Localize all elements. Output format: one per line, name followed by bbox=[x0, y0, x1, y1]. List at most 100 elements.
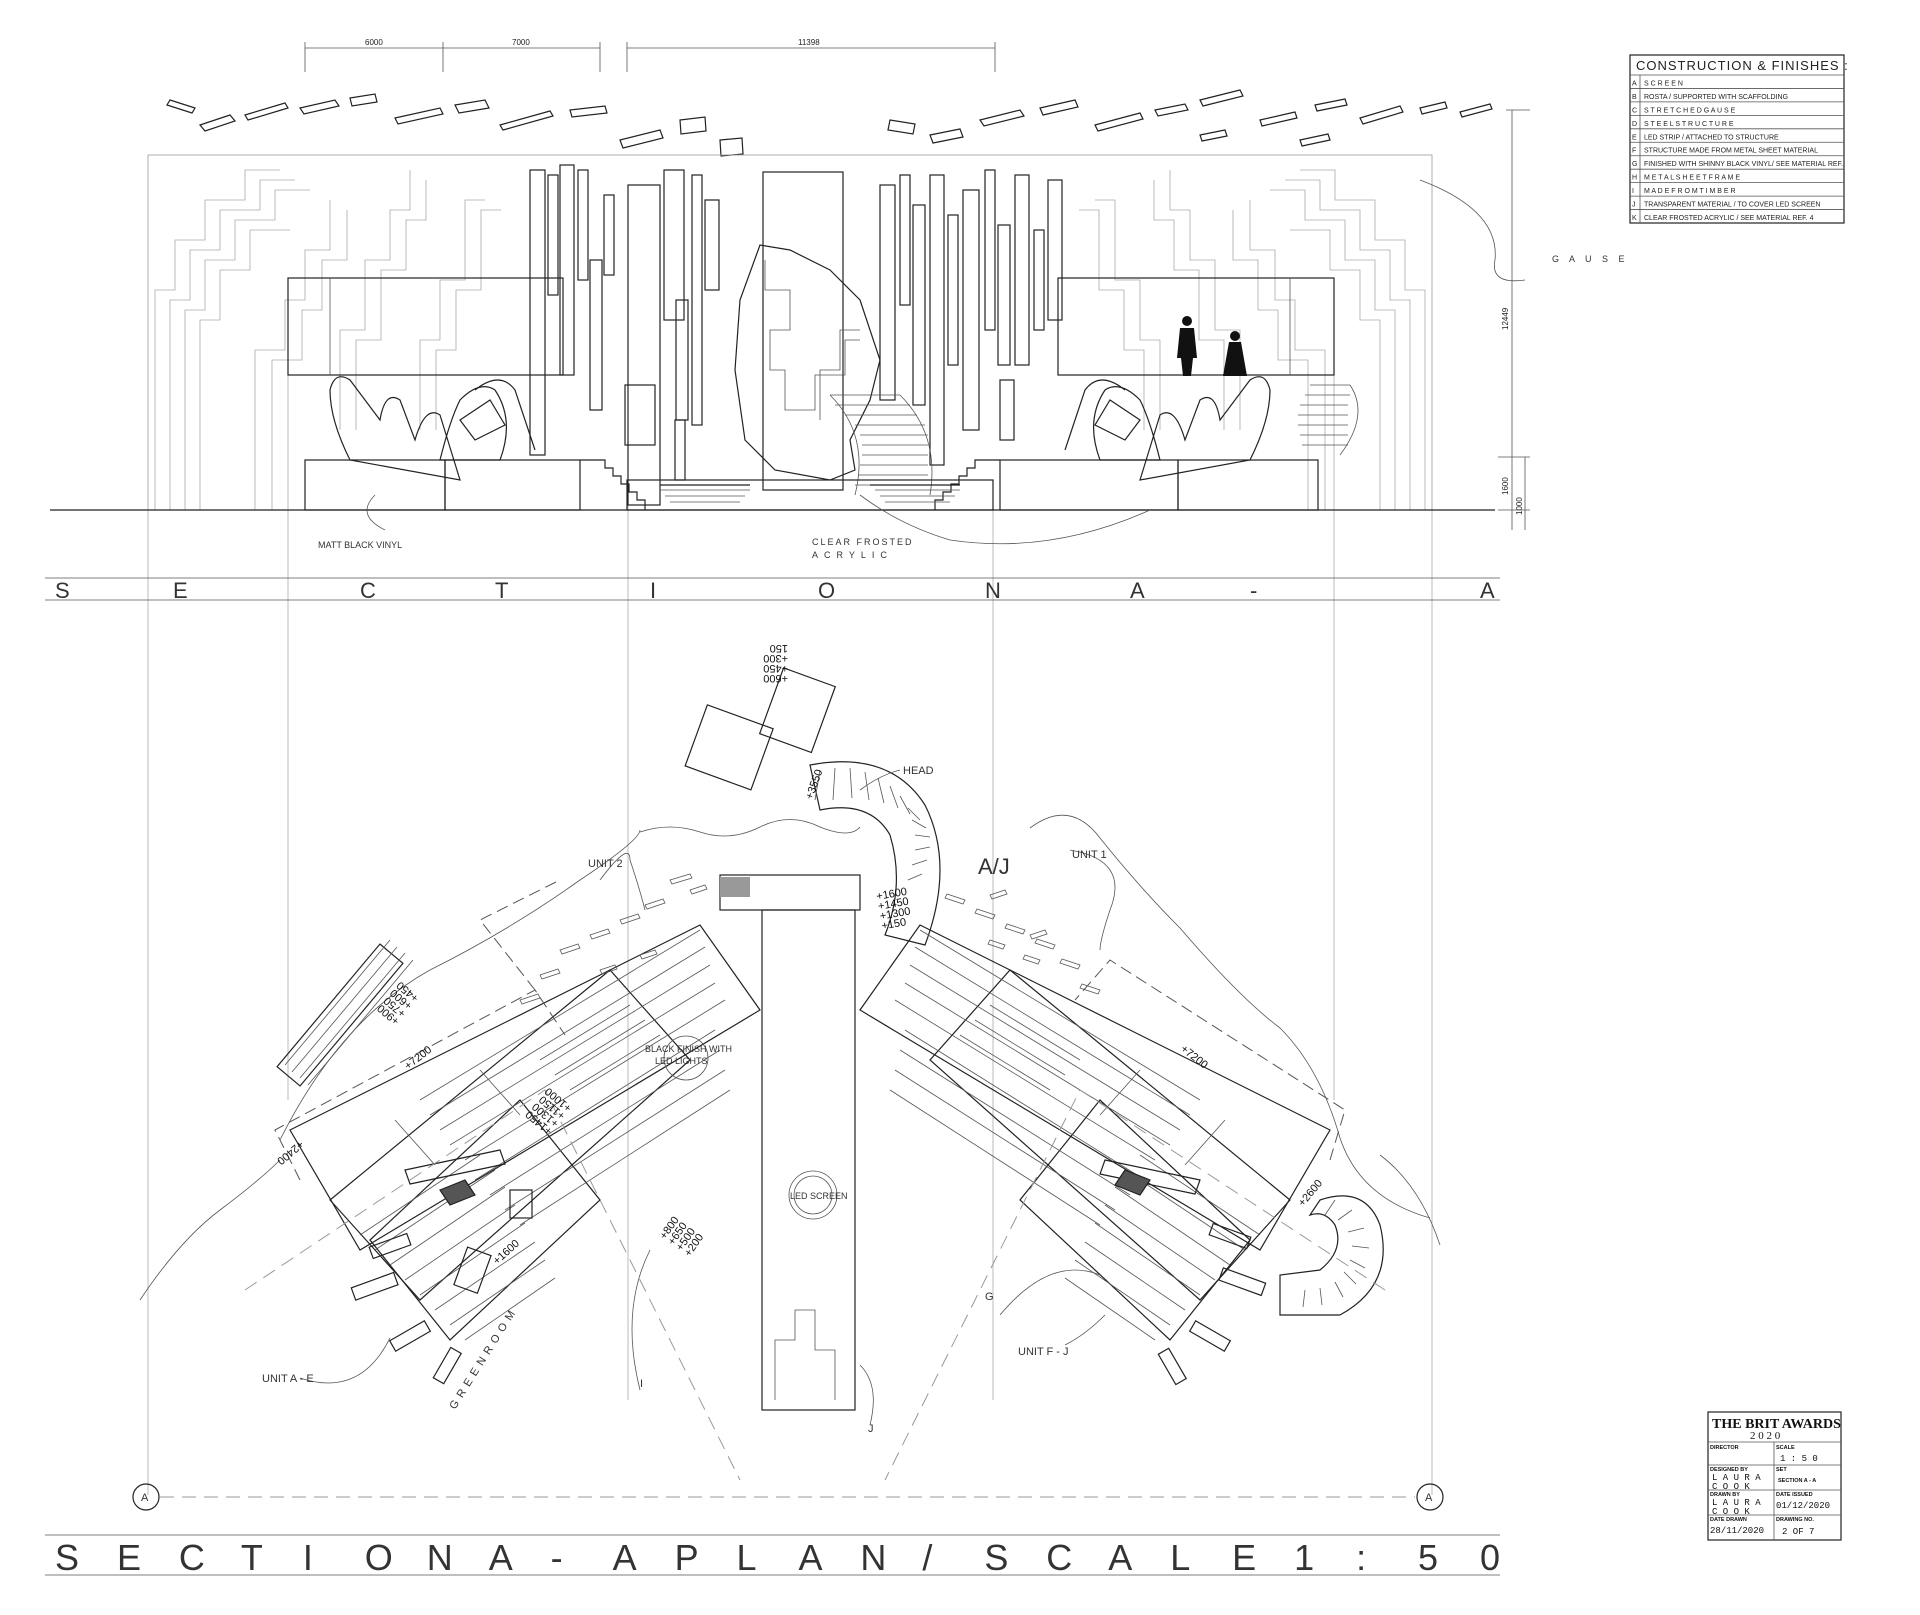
left-sightline bbox=[244, 1089, 741, 1481]
level-plus-7200-left: +7200 bbox=[402, 1044, 434, 1072]
plan-banner-letter: A bbox=[798, 1537, 822, 1578]
section-banner-letter: - bbox=[1250, 578, 1257, 603]
legend-row-text: S T E E L S T R U C T U R E bbox=[1644, 121, 1734, 128]
performers bbox=[1177, 316, 1247, 376]
tb-set-value: SECTION A - A bbox=[1778, 1478, 1816, 1484]
section-banner-letter: T bbox=[495, 578, 508, 603]
dim-12449: 12449 bbox=[1501, 307, 1510, 330]
section-banner-letter: E bbox=[173, 578, 188, 603]
grid-bubble-left bbox=[132, 1483, 160, 1511]
plan-banner-letter: 1 bbox=[1294, 1537, 1314, 1578]
left-wing bbox=[289, 924, 761, 1341]
tb-designed-value: C O O K bbox=[1712, 1482, 1750, 1492]
label-unit-f-j: UNIT F - J bbox=[1018, 1346, 1069, 1358]
tb-title: THE BRIT AWARDS bbox=[1712, 1417, 1841, 1432]
legend-row-text: S C R E E N bbox=[1644, 80, 1683, 87]
plan-banner-letter: - bbox=[551, 1537, 563, 1578]
label-head: HEAD bbox=[903, 765, 934, 777]
stair-level: +1300 bbox=[879, 905, 912, 922]
right-hands bbox=[1064, 376, 1271, 481]
legend-row-text: S T R E T C H E D G A U S E bbox=[1644, 107, 1736, 114]
head-spiral-steps bbox=[814, 767, 931, 881]
legend-row-text: STRUCTURE MADE FROM METAL SHEET MATERIAL bbox=[1644, 148, 1818, 155]
legend-row-text: CLEAR FROSTED ACRYLIC / SEE MATERIAL REF… bbox=[1644, 215, 1814, 222]
legend-row-key: C bbox=[1632, 107, 1637, 114]
right-sightline bbox=[884, 1089, 1386, 1481]
legend-row-text: TRANSPARENT MATERIAL / TO COVER LED SCRE… bbox=[1644, 202, 1820, 209]
section-banner: S E C T I O N A - A bbox=[45, 577, 1500, 603]
scatter-pieces bbox=[519, 873, 1101, 1005]
left-hands bbox=[329, 376, 536, 481]
level-plus-2400: +2400 bbox=[274, 1138, 305, 1167]
led-screen-runway bbox=[761, 909, 856, 1411]
stair-levels-aj: +1600 +1450 +1300 +150 bbox=[875, 886, 912, 933]
label-acrylic: ACRYLIC bbox=[812, 550, 893, 560]
plan-banner-letter: O bbox=[365, 1537, 393, 1578]
centre-stair bbox=[829, 394, 933, 496]
level-plus-2600: +2600 bbox=[1296, 1178, 1325, 1209]
plan-banner-letter: E bbox=[1232, 1537, 1256, 1578]
plan-banner-letter: E bbox=[117, 1537, 141, 1578]
plan-banner-letter: 0 bbox=[1480, 1537, 1500, 1578]
led-strips bbox=[529, 164, 1063, 506]
tb-drawing-no-value: 2 OF 7 bbox=[1782, 1527, 1814, 1537]
legend-row-text: M E T A L S H E E T F R A M E bbox=[1644, 175, 1740, 182]
tb-designed-value: L A U R A bbox=[1712, 1473, 1761, 1483]
plan-banner-letter: L bbox=[1170, 1537, 1190, 1578]
dim-1600: 1600 bbox=[1501, 477, 1510, 495]
legend-row-key: E bbox=[1632, 134, 1637, 141]
plan-banner-letter: N bbox=[427, 1537, 453, 1578]
label-unit-a-e: UNIT A - E bbox=[262, 1373, 314, 1385]
level-plus-7200-right: +7200 bbox=[1178, 1043, 1210, 1071]
tb-date-drawn-value: 28/11/2020 bbox=[1710, 1526, 1764, 1536]
tb-drawing-no-label: DRAWING NO. bbox=[1776, 1517, 1814, 1523]
section-banner-letter: O bbox=[818, 578, 835, 603]
tb-date-drawn-label: DATE DRAWN bbox=[1710, 1517, 1747, 1523]
section-banner-letter: A bbox=[1480, 578, 1495, 603]
legend-row-key: F bbox=[1632, 148, 1636, 155]
stair-level: +150 bbox=[881, 916, 907, 932]
plan-banner-letter: S bbox=[55, 1537, 79, 1578]
legend-row-key: I bbox=[1632, 188, 1634, 195]
right-spiral-stair bbox=[1279, 1195, 1384, 1316]
side-dimensions: 12449 1600 1000 bbox=[1498, 109, 1530, 530]
label-matt-black-vinyl: MATT BLACK VINYL bbox=[318, 540, 402, 550]
right-wing bbox=[859, 924, 1331, 1341]
stair-level: +1450 bbox=[877, 896, 910, 913]
stair-level: 150 bbox=[770, 642, 788, 654]
label-clear-frosted: CLEAR FROSTED bbox=[812, 537, 914, 547]
plan-banner-letter: L bbox=[737, 1537, 757, 1578]
legend-row-key: D bbox=[1632, 121, 1637, 128]
section-banner-letter: A bbox=[1130, 578, 1145, 603]
plan-banner-letter: C bbox=[1046, 1537, 1072, 1578]
dim-1000: 1000 bbox=[1515, 497, 1524, 515]
label-g: G bbox=[985, 1291, 994, 1303]
stair-levels-left: +1450 +1300 +1150 +1000 bbox=[524, 1085, 575, 1137]
grid-label-right: A bbox=[1425, 1492, 1433, 1504]
left-screen bbox=[287, 277, 564, 376]
legend-row-text: ROSTA / SUPPORTED WITH SCAFFOLDING bbox=[1644, 94, 1788, 101]
head-platform bbox=[684, 667, 941, 946]
tb-scale-value: 1 : 5 0 bbox=[1780, 1454, 1818, 1464]
section-banner-letter: S bbox=[55, 578, 70, 603]
right-screen bbox=[1057, 277, 1335, 376]
legend-row-text: FINISHED WITH SHINNY BLACK VINYL/ SEE MA… bbox=[1644, 161, 1843, 168]
label-unit-2: UNIT 2 bbox=[588, 858, 623, 870]
stair-level: +300 bbox=[763, 652, 788, 664]
label-unit-1: UNIT 1 bbox=[1072, 849, 1107, 861]
level-plus-3550: +3550 bbox=[804, 768, 826, 801]
plan-banner-letter: : bbox=[1356, 1537, 1366, 1578]
plan-banner-letter: N bbox=[860, 1537, 886, 1578]
legend-row-key: K bbox=[1632, 215, 1637, 222]
legend-row-key: H bbox=[1632, 175, 1637, 182]
tb-drawn-label: DRAWN BY bbox=[1710, 1492, 1740, 1498]
right-stair bbox=[1298, 384, 1359, 456]
dim-7000: 7000 bbox=[512, 38, 530, 47]
label-i: I bbox=[640, 1378, 643, 1390]
left-wing-strips bbox=[359, 929, 731, 1341]
left-stair-unit bbox=[276, 939, 414, 1087]
legend-row-key: B bbox=[1632, 94, 1637, 101]
